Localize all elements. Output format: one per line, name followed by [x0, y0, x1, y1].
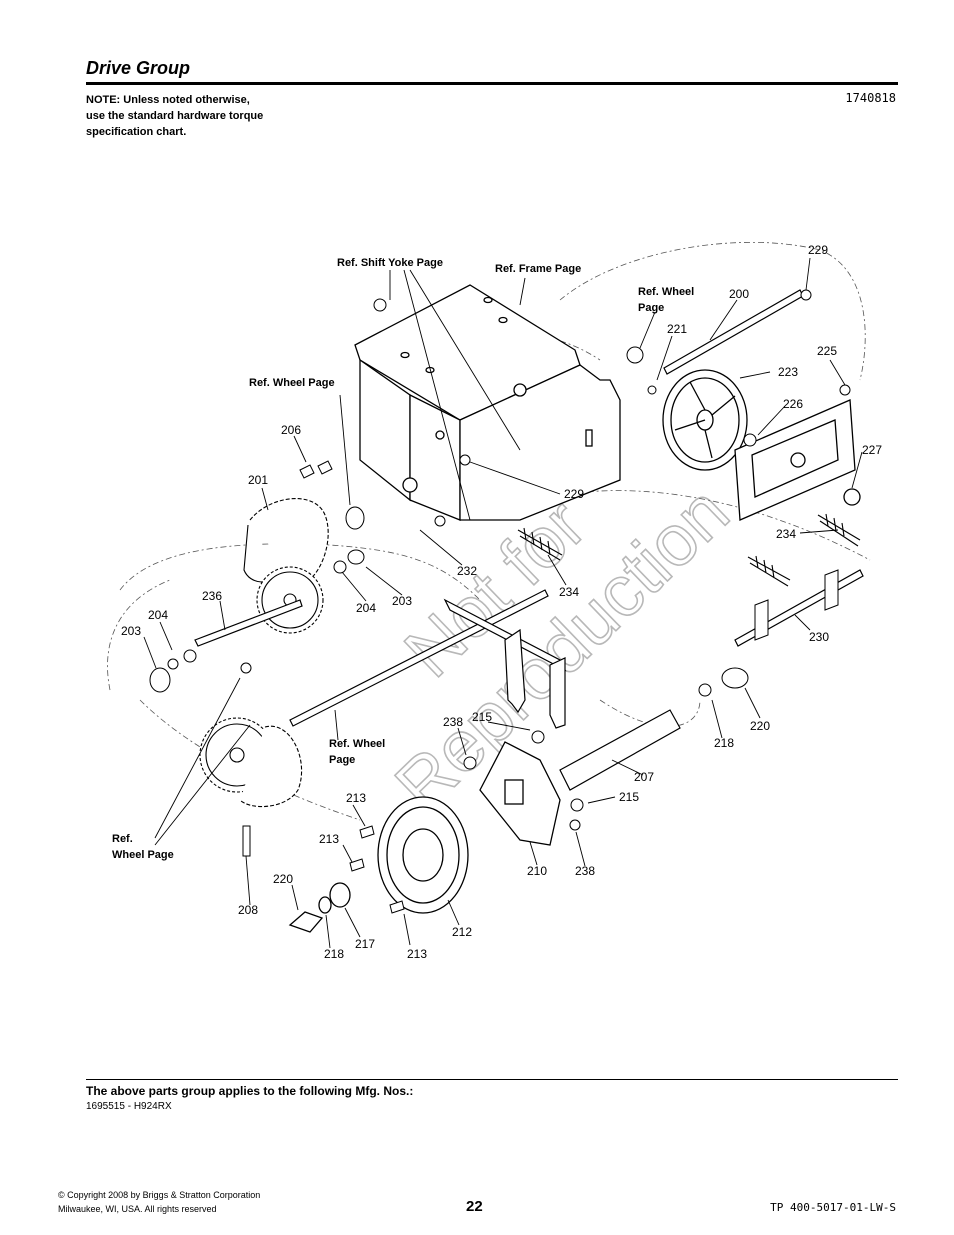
copyright-line: © Copyright 2008 by Briggs & Stratton Co…: [58, 1190, 261, 1200]
wheel-plate-assembly: [662, 369, 861, 521]
reference-number: 1740818: [845, 91, 896, 105]
callout-220: 220: [273, 872, 293, 886]
springs: [517, 513, 861, 587]
callout-225: 225: [817, 344, 837, 358]
page-number: 22: [466, 1198, 483, 1215]
callout-227: 227: [862, 443, 882, 457]
callout-223: 223: [778, 365, 798, 379]
part-callouts: 229 200 221 225 223 226 227 206 201 229 …: [121, 243, 882, 961]
callout-215: 215: [619, 790, 639, 804]
callout-203: 203: [392, 594, 412, 608]
callout-200: 200: [729, 287, 749, 301]
leader-lines: [143, 257, 863, 949]
ref-frame-label: Ref. Frame Page: [495, 263, 581, 275]
ref-shift-yoke-label: Ref. Shift Yoke Page: [337, 257, 443, 269]
callout-204: 204: [148, 608, 168, 622]
lower-chain-sprocket: [199, 717, 303, 808]
copyright-notice: © Copyright 2008 by Briggs & Stratton Co…: [58, 1188, 260, 1216]
mfg-number: 1695515 - H924RX: [86, 1101, 172, 1112]
applies-heading: The above parts group applies to the fol…: [86, 1084, 414, 1098]
small-hardware: [149, 289, 851, 914]
note-line: use the standard hardware torque: [86, 110, 264, 122]
callout-238: 238: [443, 715, 463, 729]
callout-238: 238: [575, 864, 595, 878]
ref-wheel-left-label: Ref. Wheel Page: [249, 377, 335, 389]
callout-215: 215: [472, 710, 492, 724]
frame-assembly: [354, 284, 621, 521]
note-line: specification chart.: [86, 126, 187, 138]
callout-213: 213: [319, 832, 339, 846]
ref-wheel-mid-label-2: Page: [329, 754, 355, 766]
callout-213: 213: [407, 947, 427, 961]
callout-208: 208: [238, 903, 258, 917]
callout-217: 217: [355, 937, 375, 951]
callout-229: 229: [808, 243, 828, 257]
torque-note: NOTE: Unless noted otherwise, use the st…: [86, 92, 316, 140]
callout-204: 204: [356, 601, 376, 615]
callout-236: 236: [202, 589, 222, 603]
page-title: Drive Group: [86, 58, 191, 78]
callout-234: 234: [776, 527, 796, 541]
callout-218: 218: [324, 947, 344, 961]
shift-fork: [504, 628, 566, 729]
callout-229: 229: [564, 487, 584, 501]
ref-wheel-mid-label: Ref. Wheel: [329, 738, 385, 750]
ref-wheel-top-label-2: Page: [638, 302, 664, 314]
upper-chain-sprocket: [243, 498, 329, 634]
callout-212: 212: [452, 925, 472, 939]
ref-wheel-bottom-label: Ref.: [112, 833, 133, 845]
callout-213: 213: [346, 791, 366, 805]
reference-labels: Ref. Shift Yoke Page Ref. Frame Page Ref…: [112, 257, 694, 861]
ref-wheel-top-label: Ref. Wheel: [638, 286, 694, 298]
callout-232: 232: [457, 564, 477, 578]
ref-wheel-bottom-label-2: Wheel Page: [112, 849, 174, 861]
copyright-line: Milwaukee, WI, USA. All rights reserved: [58, 1204, 217, 1214]
callout-210: 210: [527, 864, 547, 878]
title-divider: [86, 82, 898, 85]
callout-201: 201: [248, 473, 268, 487]
applies-divider: [86, 1079, 898, 1080]
callout-220: 220: [750, 719, 770, 733]
callout-207: 207: [634, 770, 654, 784]
callout-206: 206: [281, 423, 301, 437]
callout-230: 230: [809, 630, 829, 644]
callout-218: 218: [714, 736, 734, 750]
callout-234: 234: [559, 585, 579, 599]
callout-226: 226: [783, 397, 803, 411]
callout-221: 221: [667, 322, 687, 336]
callout-203: 203: [121, 624, 141, 638]
document-id: TP 400-5017-01-LW-S: [770, 1201, 896, 1214]
note-line: NOTE: Unless noted otherwise,: [86, 94, 250, 106]
bracket-pulley-assembly: [288, 741, 561, 933]
